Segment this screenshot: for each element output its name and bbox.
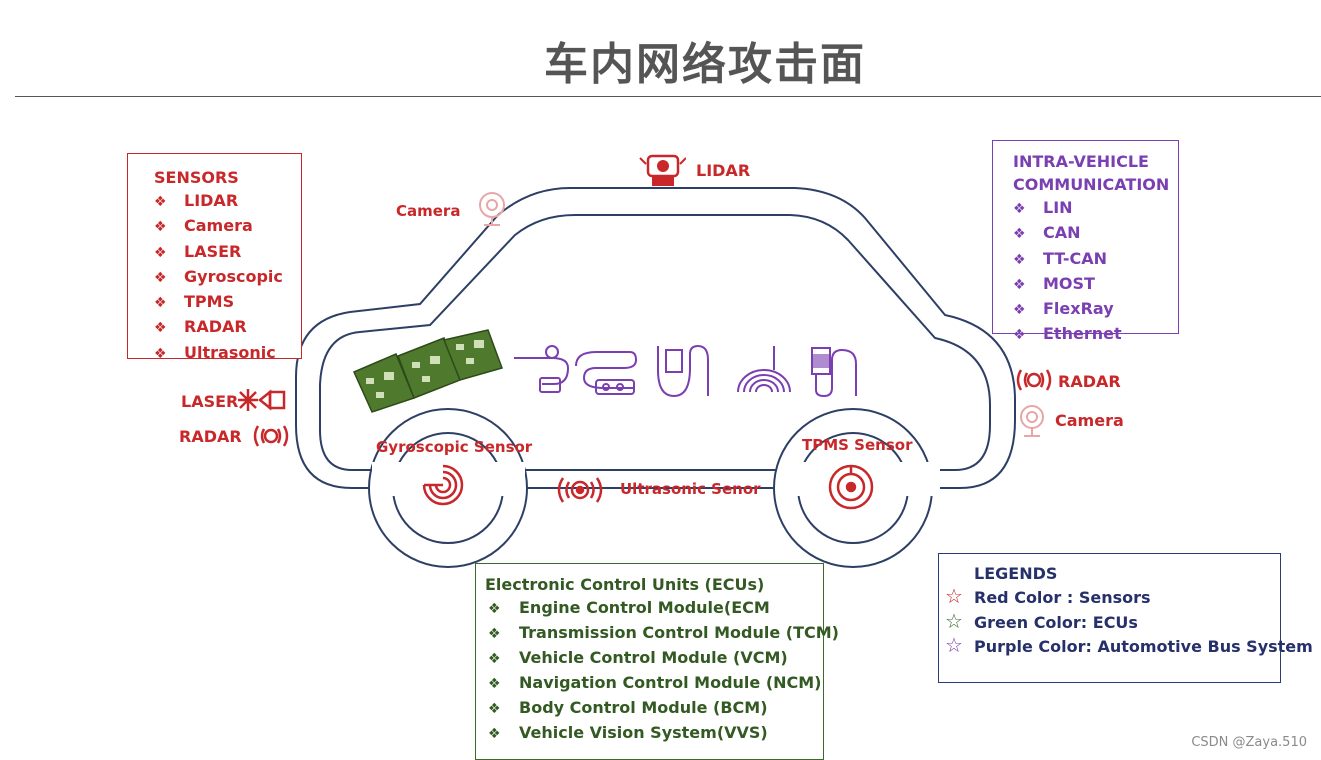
list-item: ❖LASER bbox=[154, 240, 301, 265]
bullet-icon: ❖ bbox=[488, 726, 501, 742]
legend-heading: LEGENDS bbox=[974, 564, 1058, 583]
radar-right-icon bbox=[1016, 369, 1052, 391]
bus-connectors-icon bbox=[514, 344, 857, 398]
list-item: ❖Engine Control Module(ECM bbox=[485, 596, 823, 621]
tpms-icon bbox=[828, 464, 874, 510]
laser-icon bbox=[238, 389, 286, 411]
bullet-icon: ❖ bbox=[154, 345, 167, 362]
intra-vehicle-communication-box: INTRA-VEHICLE COMMUNICATION ❖LIN ❖CAN ❖T… bbox=[992, 140, 1179, 343]
list-item: ❖Vehicle Vision System(VVS) bbox=[485, 721, 823, 746]
list-item: ❖Camera bbox=[154, 214, 301, 239]
bullet-icon: ❖ bbox=[154, 219, 167, 236]
purple-star-icon: ☆ bbox=[945, 633, 963, 657]
list-item: ❖LIDAR bbox=[154, 189, 301, 214]
list-item: ❖FlexRay bbox=[1013, 297, 1178, 322]
bullet-icon: ❖ bbox=[154, 320, 167, 337]
radar-right-label: RADAR bbox=[1058, 372, 1121, 391]
list-item: ❖MOST bbox=[1013, 272, 1178, 297]
can-cable bbox=[575, 351, 638, 389]
comm-heading-line2: COMMUNICATION bbox=[1013, 175, 1170, 194]
usb-cable bbox=[657, 344, 709, 398]
sensors-heading: SENSORS bbox=[154, 168, 239, 187]
gyroscopic-sensor-label: Gyroscopic Sensor bbox=[376, 438, 533, 456]
list-item: ❖Navigation Control Module (NCM) bbox=[485, 671, 823, 696]
ultrasonic-icon bbox=[557, 477, 603, 503]
car-body-outer bbox=[295, 187, 1016, 489]
most-coil bbox=[737, 369, 791, 393]
list-item: ❖TT-CAN bbox=[1013, 247, 1178, 272]
radar-left-icon bbox=[253, 425, 289, 447]
bullet-icon: ❖ bbox=[1013, 251, 1026, 268]
bullet-icon: ❖ bbox=[488, 601, 501, 617]
list-item: ❖LIN bbox=[1013, 196, 1178, 221]
bullet-icon: ❖ bbox=[488, 626, 501, 642]
red-star-icon: ☆ bbox=[945, 584, 963, 608]
list-item: ❖TPMS bbox=[154, 290, 301, 315]
camera-right-label: Camera bbox=[1055, 411, 1124, 430]
lidar-icon bbox=[639, 154, 686, 186]
bullet-icon: ❖ bbox=[488, 676, 501, 692]
list-item: ❖Ethernet bbox=[1013, 322, 1178, 347]
radar-left-label: RADAR bbox=[179, 427, 242, 446]
laser-label: LASER bbox=[181, 392, 239, 411]
list-item: ❖Gyroscopic bbox=[154, 265, 301, 290]
list-item: ❖RADAR bbox=[154, 315, 301, 340]
car-body-inner bbox=[319, 214, 991, 471]
ultrasonic-label: Ultrasonic Senor bbox=[620, 480, 761, 498]
ecu-box: Electronic Control Units (ECUs) ❖Engine … bbox=[475, 563, 839, 760]
bullet-icon: ❖ bbox=[488, 651, 501, 667]
page-title: 车内网络攻击面 bbox=[544, 39, 866, 90]
list-item: ❖Body Control Module (BCM) bbox=[485, 696, 823, 721]
lidar-label: LIDAR bbox=[696, 161, 751, 180]
bullet-icon: ❖ bbox=[488, 701, 501, 717]
sensors-box: SENSORS ❖LIDAR ❖Camera ❖LASER ❖Gyroscopi… bbox=[127, 153, 302, 362]
gyroscope-icon bbox=[422, 464, 464, 506]
bullet-icon: ❖ bbox=[154, 295, 167, 312]
legend-item-ecus: ☆Green Color: ECUs bbox=[945, 608, 1138, 633]
bullet-icon: ❖ bbox=[154, 194, 167, 210]
list-item: ❖Vehicle Control Module (VCM) bbox=[485, 646, 823, 671]
ecu-boards-icon bbox=[353, 329, 503, 413]
list-item: ❖Transmission Control Module (TCM) bbox=[485, 621, 839, 646]
title-divider bbox=[15, 96, 1321, 97]
bullet-icon: ❖ bbox=[1013, 302, 1026, 319]
legend-item-bus: ☆Purple Color: Automotive Bus System bbox=[945, 633, 1313, 657]
bullet-icon: ❖ bbox=[1013, 327, 1026, 344]
bullet-icon: ❖ bbox=[1013, 276, 1026, 293]
list-item: ❖Ultrasonic bbox=[154, 341, 301, 366]
list-item: ❖CAN bbox=[1013, 221, 1178, 246]
tpms-sensor-label: TPMS Sensor bbox=[802, 436, 913, 454]
camera-right-icon bbox=[1020, 405, 1044, 437]
bullet-icon: ❖ bbox=[154, 269, 167, 286]
camera-top-label: Camera bbox=[396, 202, 461, 220]
bullet-icon: ❖ bbox=[154, 244, 167, 261]
camera-top-icon bbox=[479, 192, 505, 226]
green-star-icon: ☆ bbox=[945, 608, 963, 633]
legend-item-sensors: ☆Red Color : Sensors bbox=[945, 584, 1151, 608]
bullet-icon: ❖ bbox=[1013, 201, 1026, 217]
legend-box: LEGENDS ☆Red Color : Sensors ☆Green Colo… bbox=[938, 553, 1313, 683]
comm-heading-line1: INTRA-VEHICLE bbox=[1013, 152, 1149, 171]
ecu-heading: Electronic Control Units (ECUs) bbox=[485, 575, 765, 594]
watermark: CSDN @Zaya.510 bbox=[1191, 735, 1307, 750]
bullet-icon: ❖ bbox=[1013, 226, 1026, 243]
